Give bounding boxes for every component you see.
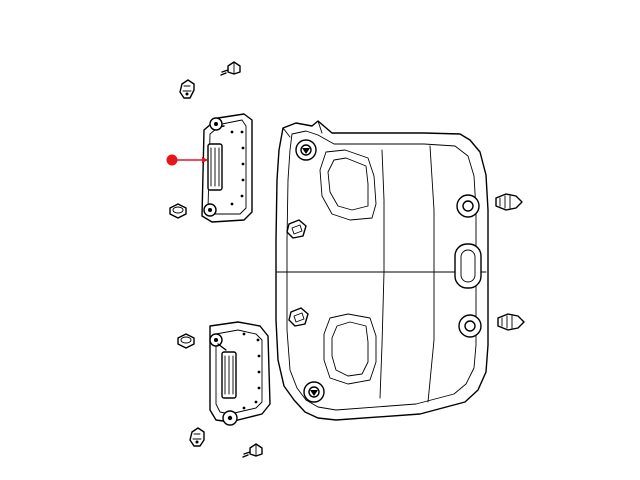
lower-sun-visor [209, 321, 271, 426]
upper-visor-retainer [169, 203, 187, 219]
lower-visor-screw [242, 443, 263, 458]
lower-visor-rivets [242, 332, 261, 410]
upper-visor-clip [179, 79, 195, 99]
lower-visor-retainer [177, 333, 195, 349]
right-retainer-upper [495, 193, 523, 211]
upper-sun-visor [201, 113, 253, 223]
right-retainer-lower [497, 313, 525, 331]
lower-visor-clip [189, 427, 205, 447]
highlight-marker [166, 154, 208, 166]
upper-visor-rivets [230, 130, 245, 206]
headliner-panel [275, 120, 489, 421]
upper-visor-screw [220, 61, 241, 76]
